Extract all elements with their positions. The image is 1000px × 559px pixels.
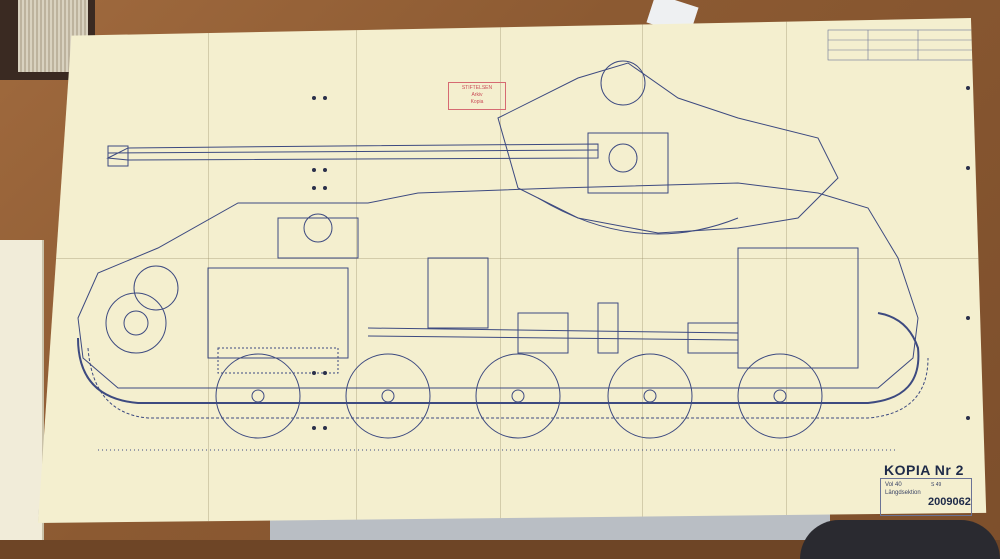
tank-cross-section-drawing: [77, 29, 979, 451]
drawing-number: 2009062: [928, 496, 971, 508]
left-folder: [0, 240, 44, 540]
title-block-vol: Vol 40: [885, 482, 902, 488]
fold-line: [500, 18, 501, 523]
blueprint-sheet: STIFTELSEN Arkiv Kopia: [38, 18, 987, 523]
fold-line: [786, 18, 787, 523]
chair: [800, 520, 1000, 559]
stamp-line: Arkiv: [471, 92, 483, 98]
title-block: Vol 40 Längdsektion S 49: [880, 478, 972, 516]
title-block-section: Längdsektion: [885, 490, 921, 496]
stamp-line: STIFTELSEN: [461, 85, 493, 91]
copy-label: KOPIA Nr 2: [884, 462, 964, 478]
fold-line: [642, 18, 643, 523]
fold-line: [356, 18, 357, 523]
archive-stamp: STIFTELSEN Arkiv Kopia: [448, 82, 506, 110]
floor: [0, 540, 1000, 559]
fold-line: [38, 258, 987, 259]
title-block-scale: S 49: [931, 482, 942, 488]
stamp-line: Kopia: [470, 99, 484, 105]
